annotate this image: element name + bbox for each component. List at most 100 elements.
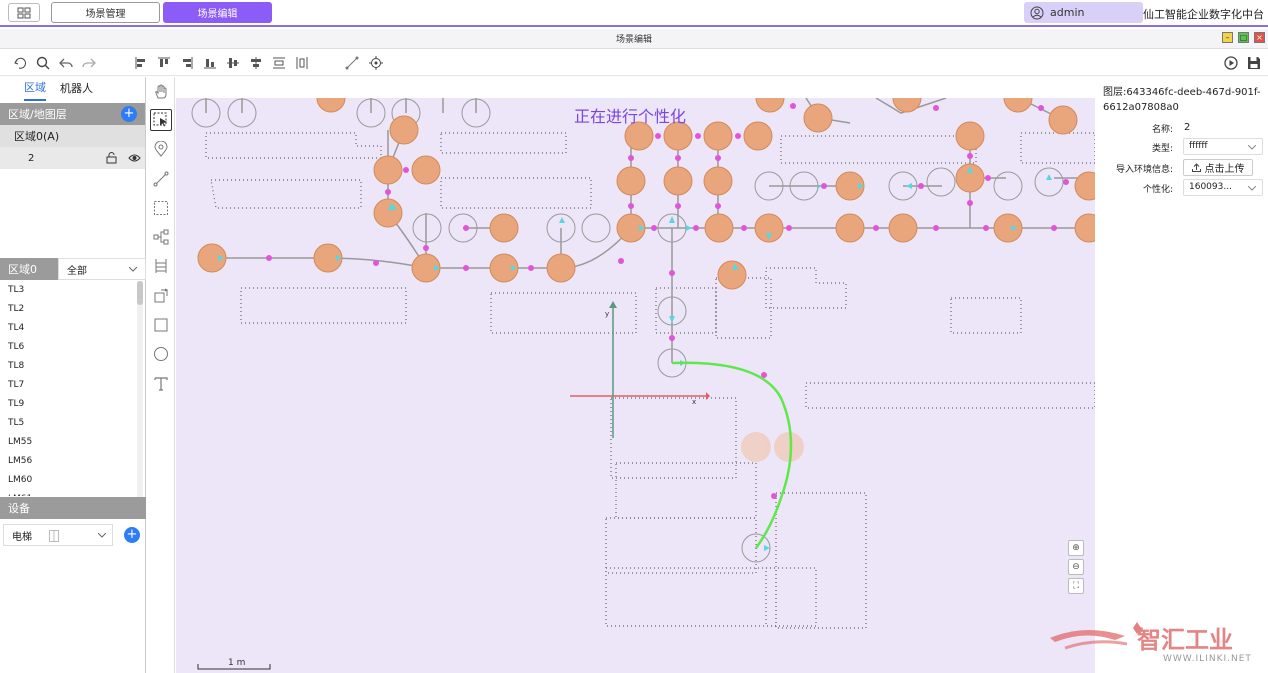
undo-history-icon[interactable]	[12, 55, 28, 71]
type-label: 类型:	[1151, 144, 1173, 154]
region-items-list: TL3TL2TL4TL6TL8TL7TL9TL5LM55LM56LM60LM61	[0, 280, 146, 497]
filter-select[interactable]: 全部	[58, 258, 146, 280]
line-tool-icon[interactable]	[150, 168, 172, 190]
tool-column	[147, 77, 175, 673]
status-overlay-text: 正在进行个性化	[574, 107, 687, 126]
tab-region[interactable]: 区域	[24, 79, 46, 101]
user-menu[interactable]: admin	[1024, 2, 1143, 23]
region-name: 区域0(A)	[14, 130, 60, 143]
layers-section-title: 区域/地图层	[8, 108, 67, 121]
list-item[interactable]: TL9	[8, 398, 25, 409]
undo-icon[interactable]	[58, 55, 74, 71]
save-icon[interactable]	[1246, 55, 1262, 71]
left-tabs: 区域 机器人	[0, 77, 145, 103]
filter-row: 区域0 全部	[0, 258, 146, 280]
map-pin-icon[interactable]	[150, 138, 172, 160]
region-item[interactable]: 区域0(A)	[0, 125, 145, 147]
text-tool-icon[interactable]	[150, 373, 172, 395]
play-icon[interactable]	[1223, 55, 1239, 71]
list-item[interactable]: LM60	[8, 474, 33, 485]
select-pointer-icon[interactable]	[150, 109, 172, 131]
name-row: 名称: 2	[1095, 119, 1268, 137]
devices-section-header: 设备	[0, 497, 146, 519]
edge-markers	[266, 103, 1069, 499]
devices-section-title: 设备	[8, 502, 30, 515]
list-item[interactable]: TL3	[8, 284, 25, 295]
align-left-icon[interactable]	[133, 55, 149, 71]
dashed-rect-icon[interactable]	[150, 197, 172, 219]
map-canvas[interactable]: x y 正在进行个性化 1 m	[176, 98, 1095, 673]
align-center-vertical-icon[interactable]	[225, 55, 241, 71]
close-button[interactable]: ×	[1254, 32, 1265, 43]
env-label: 导入环境信息:	[1115, 165, 1173, 175]
pan-hand-icon[interactable]	[150, 81, 172, 103]
align-bottom-icon[interactable]	[202, 55, 218, 71]
scale-label: 1 m	[228, 658, 246, 668]
zoom-controls: ⊕ ⊖ ⛶	[1068, 540, 1086, 597]
upload-button[interactable]: 点击上传	[1183, 159, 1253, 176]
list-item[interactable]: TL5	[8, 417, 25, 428]
align-top-icon[interactable]	[156, 55, 172, 71]
scroll-thumb[interactable]	[137, 281, 143, 305]
chevron-down-icon	[98, 533, 106, 538]
name-value: 2	[1184, 122, 1191, 133]
grid-icon	[17, 7, 31, 18]
list-scrollbar[interactable]	[137, 281, 143, 497]
align-center-horizontal-icon[interactable]	[248, 55, 264, 71]
chevron-down-icon	[129, 267, 137, 272]
eye-icon[interactable]	[128, 153, 141, 163]
tab-scene-management[interactable]: 场景管理	[51, 2, 160, 23]
tab-scene-edit[interactable]: 场景编辑	[163, 2, 272, 23]
unlock-icon[interactable]	[106, 152, 117, 164]
list-item[interactable]: LM56	[8, 455, 33, 466]
redo-icon[interactable]	[81, 55, 97, 71]
search-icon[interactable]	[35, 55, 51, 71]
minimize-button[interactable]: –	[1222, 32, 1233, 43]
apps-grid-button[interactable]	[8, 3, 40, 22]
maximize-button[interactable]: □	[1238, 32, 1249, 43]
top-bar: 场景管理 场景编辑 admin 仙工智能企业数字化中台	[0, 0, 1268, 27]
watermark-url: WWW.ILINKI.NET	[1163, 654, 1252, 664]
ghost-nodes	[741, 432, 804, 462]
distribute-vertical-icon[interactable]	[271, 55, 287, 71]
list-item[interactable]: LM55	[8, 436, 33, 447]
chevron-down-icon	[1248, 186, 1256, 191]
distribute-horizontal-icon[interactable]	[294, 55, 310, 71]
elevator-icon	[49, 530, 59, 542]
properties-panel: 图层:643346fc-deeb-467d-901f-6612a07808a0 …	[1095, 77, 1268, 673]
list-item[interactable]: TL2	[8, 303, 25, 314]
list-item[interactable]: TL8	[8, 360, 25, 371]
type-row: 类型: ffffff	[1095, 138, 1268, 156]
name-label: 名称:	[1151, 125, 1173, 135]
circle-icon[interactable]	[150, 343, 172, 365]
align-right-icon[interactable]	[179, 55, 195, 71]
upload-label: 点击上传	[1204, 164, 1245, 175]
add-device-button[interactable]: +	[124, 527, 140, 543]
shelf-icon[interactable]	[150, 255, 172, 277]
watermark-logo: 智汇工业 WWW.ILINKI.NET	[1045, 618, 1265, 668]
list-item[interactable]: LM61	[0, 489, 146, 497]
rotate-shape-icon[interactable]	[150, 285, 172, 307]
tree-structure-icon[interactable]	[150, 226, 172, 248]
rectangle-icon[interactable]	[150, 314, 172, 336]
window-titlebar: 场景编辑 – □ ×	[0, 29, 1268, 49]
fit-screen-icon[interactable]: ⛶	[1068, 578, 1084, 594]
type-select[interactable]: ffffff	[1183, 138, 1263, 155]
device-type-select[interactable]: 电梯	[3, 524, 113, 546]
chevron-down-icon	[1248, 145, 1256, 150]
list-item[interactable]: TL7	[8, 379, 25, 390]
layers-section-header: 区域/地图层 +	[0, 103, 145, 125]
filter-select-value: 全部	[67, 265, 87, 277]
map-graph: x y	[191, 98, 1095, 670]
zoom-in-icon[interactable]: ⊕	[1068, 540, 1084, 556]
tab-robot[interactable]: 机器人	[60, 82, 93, 95]
add-layer-button[interactable]: +	[121, 106, 137, 122]
list-item[interactable]: TL4	[8, 322, 25, 333]
list-item[interactable]: TL6	[8, 341, 25, 352]
personal-select[interactable]: 160093...	[1183, 179, 1263, 196]
locate-icon[interactable]	[368, 55, 384, 71]
layer-item[interactable]: 2	[0, 147, 145, 169]
direction-arrows	[218, 166, 1052, 551]
zoom-out-icon[interactable]: ⊖	[1068, 559, 1084, 575]
connect-line-icon[interactable]	[344, 55, 360, 71]
